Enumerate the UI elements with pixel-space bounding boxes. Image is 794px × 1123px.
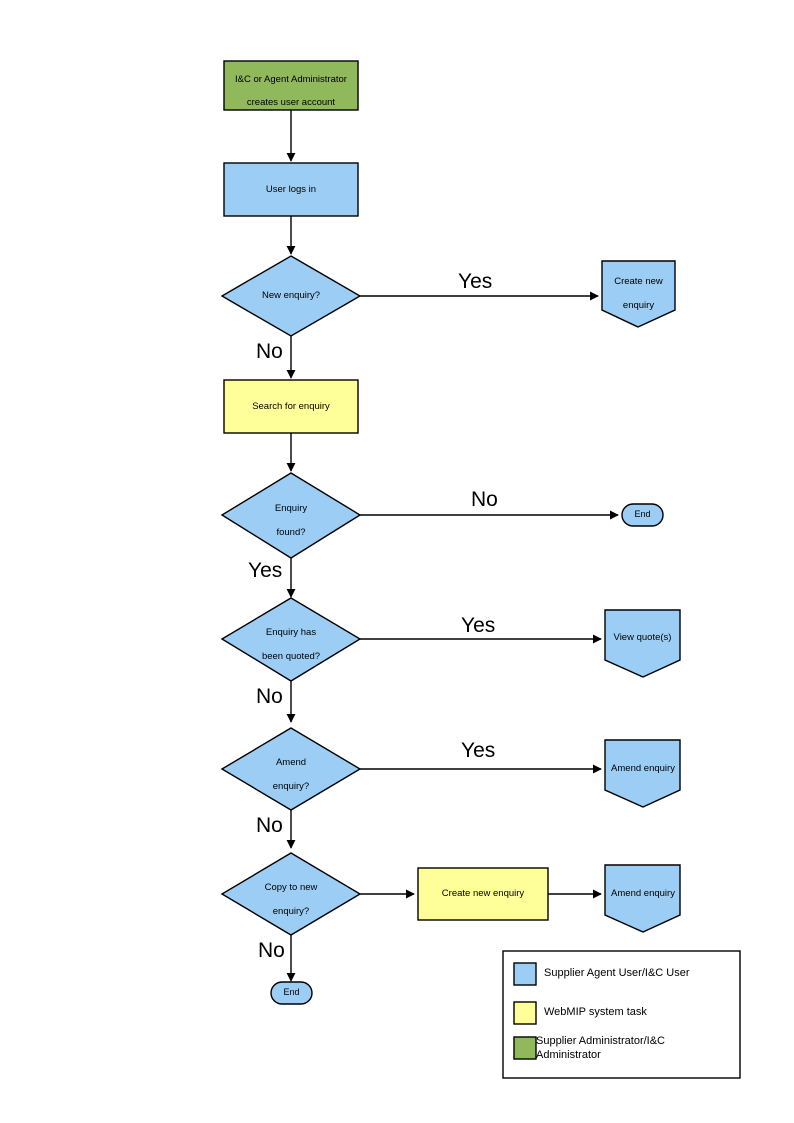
legend-label-admin: Supplier Administrator/I&C Administrator [536,1035,665,1061]
legend-label-system: WebMIP system task [544,1006,647,1018]
node-user-logs-in[interactable] [223,162,359,217]
node-enquiry-quoted-decision[interactable] [220,597,362,682]
edge-label-enquiry-quoted-no: No [256,685,283,708]
node-search-for-enquiry[interactable] [223,379,359,434]
node-view-quotes[interactable] [604,609,681,678]
node-new-enquiry-decision[interactable] [220,255,362,337]
edge-label-new-enquiry-no: No [256,340,283,363]
node-amend-enquiry-1[interactable] [604,739,681,808]
edge-label-amend-enquiry-yes: Yes [461,739,496,762]
node-enquiry-found-decision[interactable] [220,472,362,559]
node-admin-creates-user-account[interactable] [223,60,359,111]
node-end-terminator-1[interactable] [621,503,664,527]
legend-swatch-admin [513,1036,537,1060]
node-copy-to-new-enquiry-decision[interactable] [220,852,362,936]
legend-box [502,950,741,1079]
node-create-new-enquiry-2[interactable] [417,867,549,921]
edge-label-amend-enquiry-no: No [256,814,283,837]
node-create-new-enquiry-1[interactable] [601,260,676,328]
edge-label-new-enquiry-yes: Yes [458,270,493,293]
edge-label-copy-to-new-no: No [258,939,285,962]
legend-label-user: Supplier Agent User/I&C User [544,967,690,979]
node-end-terminator-2[interactable] [270,981,313,1005]
edge-label-enquiry-quoted-yes: Yes [461,614,496,637]
node-amend-enquiry-2[interactable] [604,864,681,933]
edge-label-enquiry-found-no: No [471,488,498,511]
node-amend-enquiry-decision[interactable] [220,727,362,811]
legend-swatch-user [513,962,537,986]
legend-swatch-system [513,1001,537,1025]
edge-group [286,110,619,982]
edge-label-enquiry-found-yes: Yes [248,559,283,582]
